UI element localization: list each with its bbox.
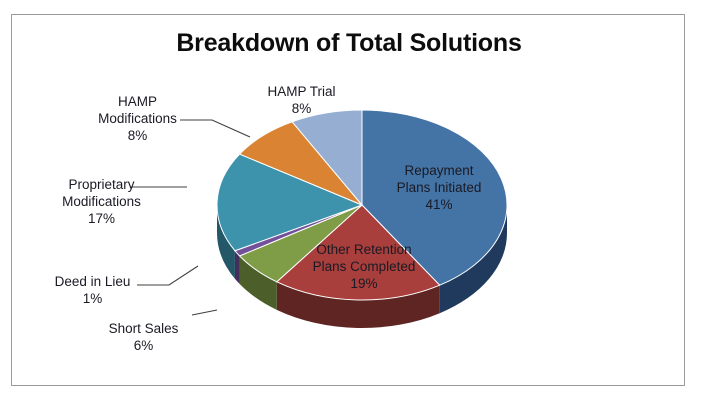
slice-label-line2: Plans Initiated: [396, 180, 482, 195]
slice-label-hamp-modifications: HAMP Modifications 8%: [75, 93, 200, 144]
slice-repayment-plans-initiated[interactable]: [361, 109, 508, 286]
slice-label-deed-in-lieu: Deed in Lieu 1%: [30, 273, 155, 307]
slice-label-value: 8%: [127, 128, 148, 143]
pie-chart-graphic: [130, 109, 508, 328]
slice-label-line1: Short Sales: [108, 321, 179, 336]
slice-proprietary-modifications[interactable]: [216, 153, 364, 252]
slice-label-line1: Deed in Lieu: [54, 274, 131, 289]
slice-other-retention-plans-completed[interactable]: [275, 204, 441, 301]
slice-label-value: 41%: [425, 197, 453, 212]
slice-label-proprietary-modifications: Proprietary Modifications 17%: [34, 176, 169, 227]
chart-frame: Breakdown of Total Solutions: [11, 14, 685, 386]
chart-title: Breakdown of Total Solutions: [176, 29, 522, 57]
slice-label-value: 1%: [82, 291, 103, 306]
slice-label-value: 8%: [291, 101, 312, 116]
slice-label-line2: Modifications: [62, 194, 141, 209]
slice-label-line1: Repayment: [404, 163, 474, 178]
slice-label-repayment-plans-initiated: Repayment Plans Initiated 41%: [364, 162, 514, 213]
leader-line-short-sales: [191, 309, 218, 316]
slice-label-line1: HAMP: [117, 94, 157, 109]
slice-label-line2: Modifications: [98, 111, 177, 126]
slice-side-proprietary-modifications: [217, 205, 235, 279]
slice-label-value: 6%: [133, 338, 154, 353]
slice-label-short-sales: Short Sales 6%: [81, 320, 206, 354]
slice-side-other-retention-plans-completed: [276, 281, 440, 328]
slice-label-other-retention-plans-completed: Other Retention Plans Completed 19%: [279, 241, 449, 292]
slice-side-deed-in-lieu: [234, 250, 240, 284]
slice-hamp-trial[interactable]: [291, 109, 363, 207]
slice-label-hamp-trial: HAMP Trial 8%: [244, 83, 359, 117]
slice-side-short-sales: [239, 255, 277, 310]
slice-label-line1: Other Retention: [316, 242, 412, 257]
slice-label-line2: Plans Completed: [312, 259, 416, 274]
slice-side-repayment-plans-initiated: [439, 205, 507, 314]
slice-label-line1: HAMP Trial: [267, 84, 336, 99]
slice-label-line1: Proprietary: [68, 177, 135, 192]
slice-label-value: 19%: [350, 276, 378, 291]
leader-line-hamp-modifications: [180, 119, 251, 138]
leader-line-deed-in-lieu: [137, 265, 199, 286]
slice-label-value: 17%: [87, 211, 116, 226]
